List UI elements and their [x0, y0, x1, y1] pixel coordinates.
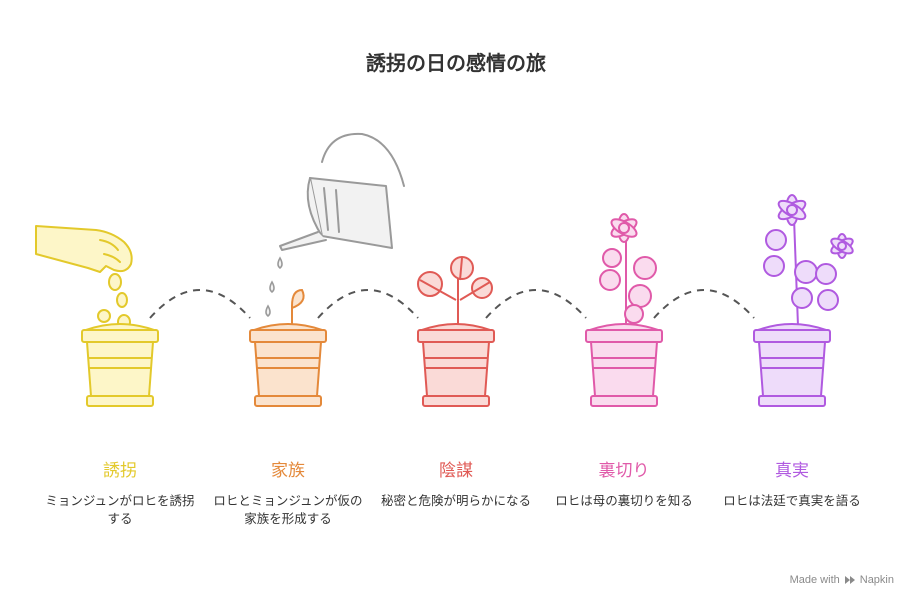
page-title: 誘拐の日の感情の旅	[366, 51, 546, 75]
connector-1	[149, 289, 251, 319]
stage-description-2: ロヒとミョンジュンが仮の家族を形成する	[213, 493, 363, 526]
stage-title-3: 陰謀	[439, 461, 473, 481]
young-plant-icon	[417, 256, 493, 326]
stage-title-2: 家族	[271, 461, 305, 481]
flower-pot-3	[417, 323, 495, 407]
sprout-icon	[291, 288, 305, 326]
flower-pot-4	[585, 323, 663, 407]
water-drops	[265, 256, 283, 318]
stage-description-3: 秘密と危険が明らかになる	[381, 493, 532, 508]
connector-2	[317, 289, 419, 319]
footer-brand: Napkin	[859, 574, 894, 586]
connector-3	[485, 289, 587, 319]
flowering-plant-icon	[763, 194, 854, 327]
stage-title-5: 真実	[775, 461, 809, 481]
flower-icon	[599, 213, 657, 326]
watering-can-icon	[279, 132, 405, 251]
napkin-logo-icon	[844, 576, 855, 584]
stage-title-4: 裏切り	[598, 461, 650, 481]
stage-description-5: ロヒは法廷で真実を語る	[723, 493, 861, 508]
stage-description-4: ロヒは母の裏切りを知る	[555, 493, 693, 508]
flower-pot-2	[249, 323, 327, 407]
footer-prefix: Made with	[789, 574, 840, 586]
footer[interactable]: Made with Napkin	[790, 574, 894, 586]
flower-pot-1	[81, 323, 159, 407]
stage-title-1: 誘拐	[103, 461, 137, 481]
stage-description-1: ミョンジュンがロヒを誘拐する	[45, 493, 195, 526]
hand-with-seeds-icon	[35, 225, 133, 330]
connectors	[149, 289, 755, 319]
flower-pot-5	[753, 323, 831, 407]
connector-4	[653, 289, 755, 319]
